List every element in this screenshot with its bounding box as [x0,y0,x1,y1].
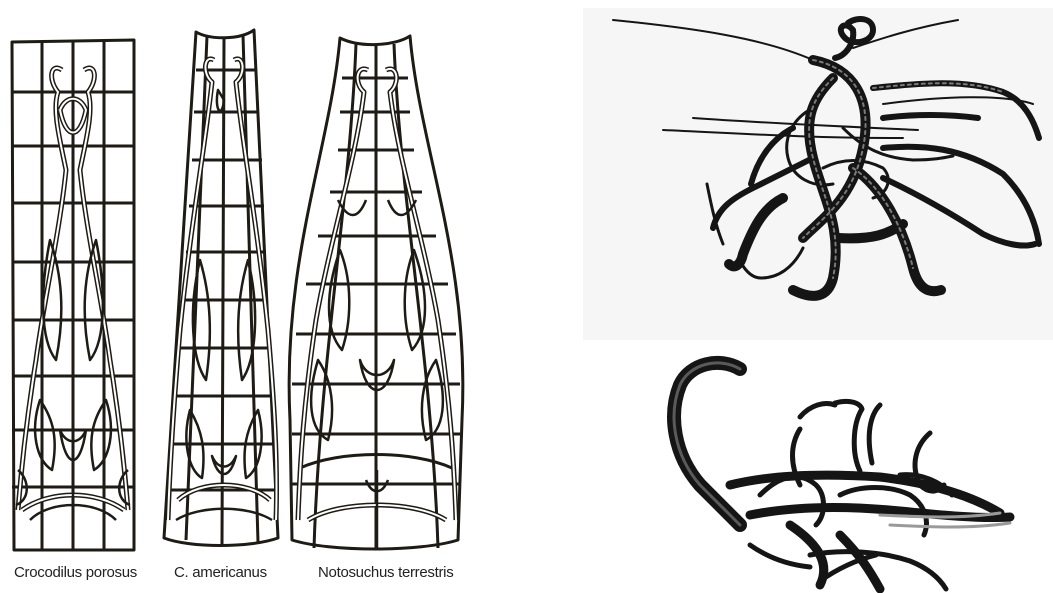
stress-line-render-bottom [640,345,1053,593]
skull-grid-c-americanus [164,30,278,546]
caption-crocodilus-porosus: Crocodilus porosus [14,564,137,581]
render-bottom-figure [640,345,1053,593]
skull-grid-notosuchus-terrestris [289,36,463,549]
skull-diagrams-panel: Crocodilus porosus C. americanus Notosuc… [0,0,470,593]
caption-c-americanus: C. americanus [174,564,267,581]
render-top-figure [583,8,1053,340]
skull-grid-crocodilus-porosus [12,40,134,550]
skull-grids-figure [0,0,470,593]
caption-notosuchus-terrestris: Notosuchus terrestris [318,564,453,581]
stress-line-render-top [583,8,1053,340]
